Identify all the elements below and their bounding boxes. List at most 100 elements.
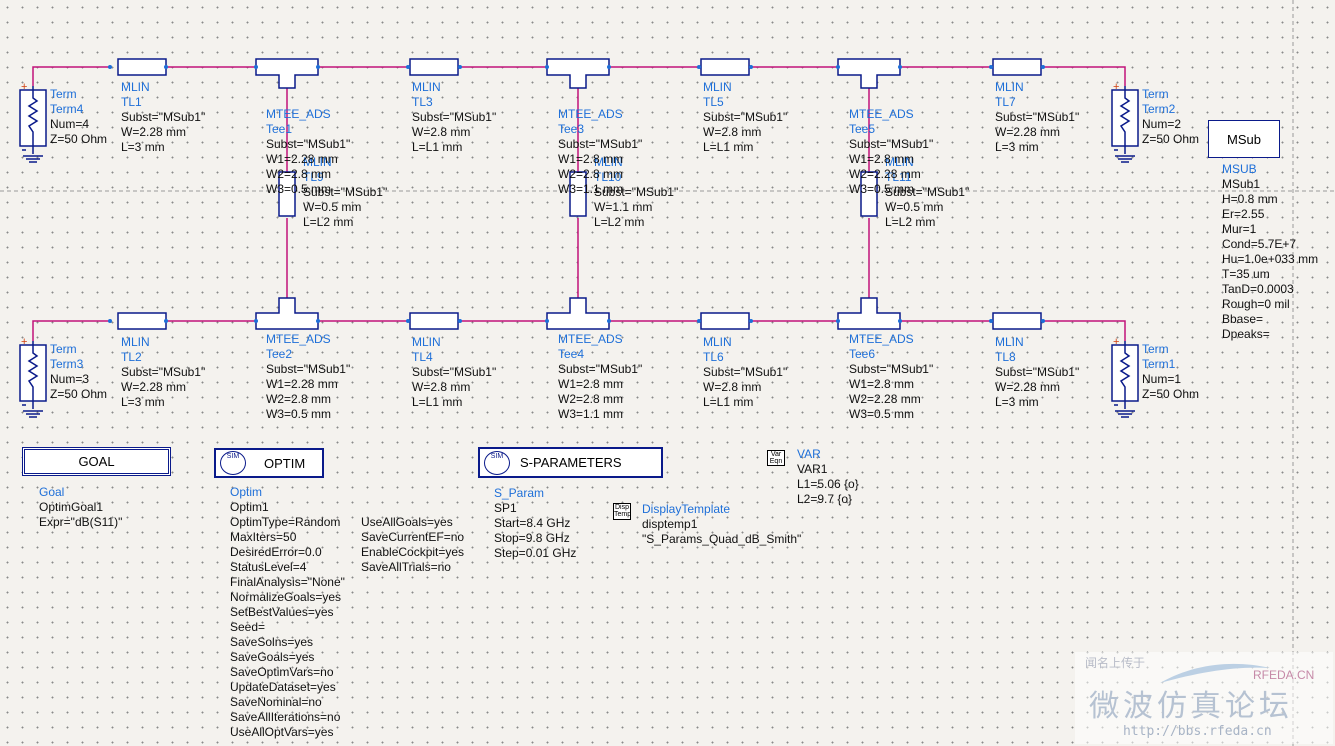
msub-param-9: Dpeaks= xyxy=(1222,327,1270,341)
tee6-symbol[interactable] xyxy=(837,297,901,330)
tl9-name: TL9 xyxy=(303,170,324,184)
tee5-name: Tee5 xyxy=(849,122,876,136)
term1-symbol[interactable]: + xyxy=(1111,336,1139,418)
optim-param2-3: SaveAllTrials=no xyxy=(361,560,451,574)
tl10-w: W=1.1 mm xyxy=(594,200,653,214)
tl6-w: W=2.8 mm xyxy=(703,380,762,394)
tl2-symbol[interactable] xyxy=(117,312,167,330)
tl9-subst: Subst="MSub1" xyxy=(303,185,388,199)
term2-name: Term2 xyxy=(1142,102,1176,116)
tee1-name: Tee1 xyxy=(266,122,293,136)
tee3-symbol[interactable] xyxy=(546,58,610,89)
optim-param-1: MaxIters=50 xyxy=(230,530,297,544)
tl3-symbol[interactable] xyxy=(409,58,459,76)
tl7-label: MLIN TL7 Subst="MSub1" W=2.28 mm L=3 mm xyxy=(995,80,1079,155)
sparam-sim-logo-icon: SIM xyxy=(484,451,510,475)
tee6-w1: W1=2.8 mm xyxy=(849,377,915,391)
msub-param-5: T=35 um xyxy=(1222,267,1270,281)
tl5-name: TL5 xyxy=(703,95,724,109)
tl5-w: W=2.8 mm xyxy=(703,125,762,139)
msub-param-6: TanD=0.0003 xyxy=(1222,282,1294,296)
term4-symbol[interactable]: + xyxy=(19,81,47,163)
tee4-type: MTEE_ADS xyxy=(558,332,623,346)
tl7-symbol[interactable] xyxy=(992,58,1042,76)
tl7-l: L=3 mm xyxy=(995,140,1039,154)
tee5-w1: W1=2.8 mm xyxy=(849,152,915,166)
tl5-symbol[interactable] xyxy=(700,58,750,76)
tee2-label: MTEE_ADS Tee2 Subst="MSub1" W1=2.28 mm W… xyxy=(266,332,350,422)
tl5-label: MLIN TL5 Subst="MSub1" W=2.8 mm L=L1 mm xyxy=(703,80,787,155)
tl4-symbol[interactable] xyxy=(409,312,459,330)
tl1-subst: Subst="MSub1" xyxy=(121,110,206,124)
term3-name: Term3 xyxy=(50,357,84,371)
tl1-l: L=3 mm xyxy=(121,140,165,154)
msub-param-7: Rough=0 mil xyxy=(1222,297,1290,311)
msub-param-2: Mur=1 xyxy=(1222,222,1257,236)
optim-param-3: StatusLevel=4 xyxy=(230,560,307,574)
msub-component[interactable]: MSub xyxy=(1208,120,1280,158)
tl5-l: L=L1 mm xyxy=(703,140,754,154)
tee3-w3: W3=1.1 mm xyxy=(558,182,624,196)
wire-bottom-row[interactable] xyxy=(32,320,1126,341)
tl11-symbol[interactable] xyxy=(860,171,878,217)
tee5-symbol[interactable] xyxy=(837,58,901,89)
display-template-icon[interactable]: Disp Temp xyxy=(613,503,632,520)
tee1-symbol[interactable] xyxy=(255,58,319,89)
optim-param2-0: UseAllGoals=yes xyxy=(361,515,453,529)
watermark: 闻名上传于 RFEDA.CN 微波仿真论坛 http://bbs.rfeda.c… xyxy=(1075,652,1333,744)
optim-param-8: SaveSolns=yes xyxy=(230,635,314,649)
tee1-w3: W3=0.5 mm xyxy=(266,182,332,196)
optim-param-5: NormalizeGoals=yes xyxy=(230,590,342,604)
watermark-swoosh-icon xyxy=(1160,663,1270,683)
tee4-w2: W2=2.8 mm xyxy=(558,392,624,406)
tee4-subst: Subst="MSub1" xyxy=(558,362,643,376)
goal-component[interactable]: GOAL xyxy=(22,447,171,476)
tee3-name: Tee3 xyxy=(558,122,585,136)
tee4-symbol[interactable] xyxy=(546,297,610,330)
tee2-symbol[interactable] xyxy=(255,297,319,330)
tl10-symbol[interactable] xyxy=(569,171,587,217)
tl7-name: TL7 xyxy=(995,95,1016,109)
term3-num: Num=3 xyxy=(50,372,90,386)
tee6-w2: W2=2.28 mm xyxy=(849,392,921,406)
tl6-symbol[interactable] xyxy=(700,312,750,330)
term3-symbol[interactable]: + xyxy=(19,336,47,418)
tee2-w2: W2=2.8 mm xyxy=(266,392,332,406)
optim-box-label: OPTIM xyxy=(264,455,306,471)
var-eqn-icon[interactable]: Var Eqn xyxy=(767,450,785,466)
tee4-w1: W1=2.8 mm xyxy=(558,377,624,391)
tl1-symbol[interactable] xyxy=(117,58,167,76)
term3-label: Term Term3 Num=3 Z=50 Ohm xyxy=(50,342,107,402)
tl8-symbol[interactable] xyxy=(992,312,1042,330)
tl1-name: TL1 xyxy=(121,95,142,109)
optim-param-9: SaveGoals=yes xyxy=(230,650,315,664)
tl3-w: W=2.8 mm xyxy=(412,125,471,139)
tl1-type: MLIN xyxy=(121,80,150,94)
tee2-type: MTEE_ADS xyxy=(266,332,331,346)
term1-type: Term xyxy=(1142,342,1169,356)
tee4-name: Tee4 xyxy=(558,347,585,361)
tl9-symbol[interactable] xyxy=(278,171,296,217)
tee3-w1: W1=2.8 mm xyxy=(558,152,624,166)
tl11-label: MLIN TL11 Subst="MSub1" W=0.5 mm L=L2 mm xyxy=(885,155,969,230)
tee6-type: MTEE_ADS xyxy=(849,332,914,346)
optim-param-0: OptimType=Random xyxy=(230,515,341,529)
var-param-0: L1=5.06 {o} xyxy=(797,477,859,491)
term1-z: Z=50 Ohm xyxy=(1142,387,1200,401)
term1-name: Term1 xyxy=(1142,357,1176,371)
msub-param-1: Er=2.55 xyxy=(1222,207,1265,221)
var-params: L1=5.06 {o}L2=9.7 {o} xyxy=(797,477,859,507)
wire-branches[interactable] xyxy=(286,88,870,298)
term2-symbol[interactable]: + xyxy=(1111,81,1139,163)
tl3-l: L=L1 mm xyxy=(412,140,463,154)
term4-type: Term xyxy=(50,87,77,101)
tl3-subst: Subst="MSub1" xyxy=(412,110,497,124)
goal-name: OptimGoal1 xyxy=(39,500,104,514)
goal-expr: Expr="dB(S11)" xyxy=(39,515,123,529)
optim-type: Optim xyxy=(230,485,263,499)
wire-top-row[interactable] xyxy=(32,66,1126,86)
